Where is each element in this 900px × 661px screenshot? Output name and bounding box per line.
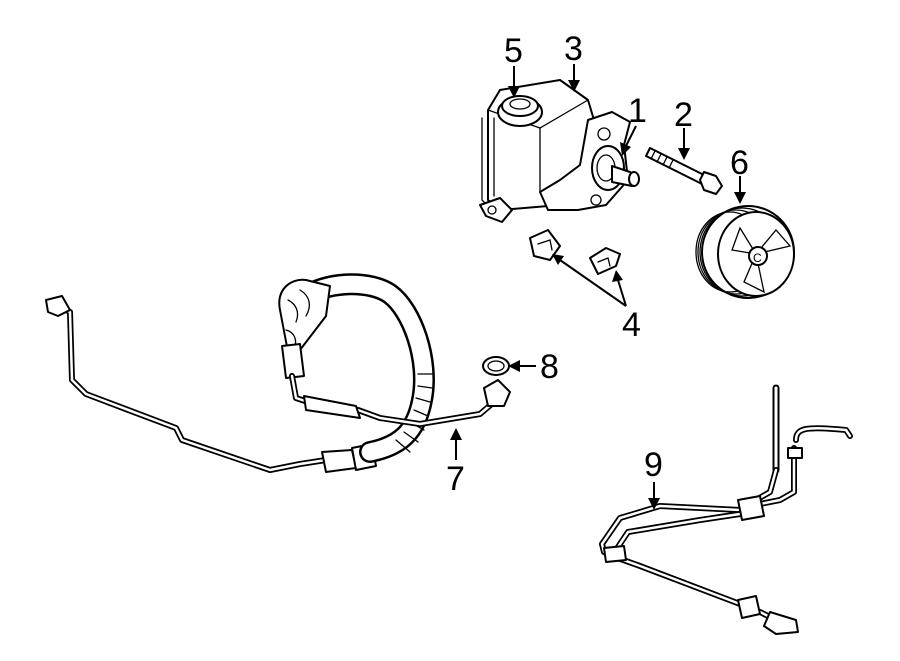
- svg-text:C: C: [753, 251, 762, 265]
- power-steering-pump: [539, 111, 640, 211]
- callout-arrows: [450, 64, 746, 510]
- callout-3: 3: [564, 30, 583, 68]
- callout-7: 7: [446, 460, 465, 498]
- callout-5: 5: [504, 32, 523, 70]
- o-ring-seal: [482, 356, 510, 376]
- callout-1: 1: [628, 92, 647, 130]
- pump-pulley: C: [695, 205, 795, 299]
- callout-9: 9: [644, 446, 663, 484]
- return-line-assembly: [599, 384, 853, 635]
- reservoir-cap: [497, 95, 543, 127]
- callout-4: 4: [622, 306, 641, 344]
- pressure-hose-assembly: [45, 273, 511, 473]
- mounting-bolt: [645, 147, 723, 195]
- reservoir-outlet-fitting: [479, 197, 513, 223]
- bracket-right: [589, 247, 621, 275]
- callout-8: 8: [540, 348, 559, 386]
- callout-6: 6: [730, 144, 749, 182]
- callout-2: 2: [674, 96, 693, 134]
- bracket-left: [529, 229, 561, 261]
